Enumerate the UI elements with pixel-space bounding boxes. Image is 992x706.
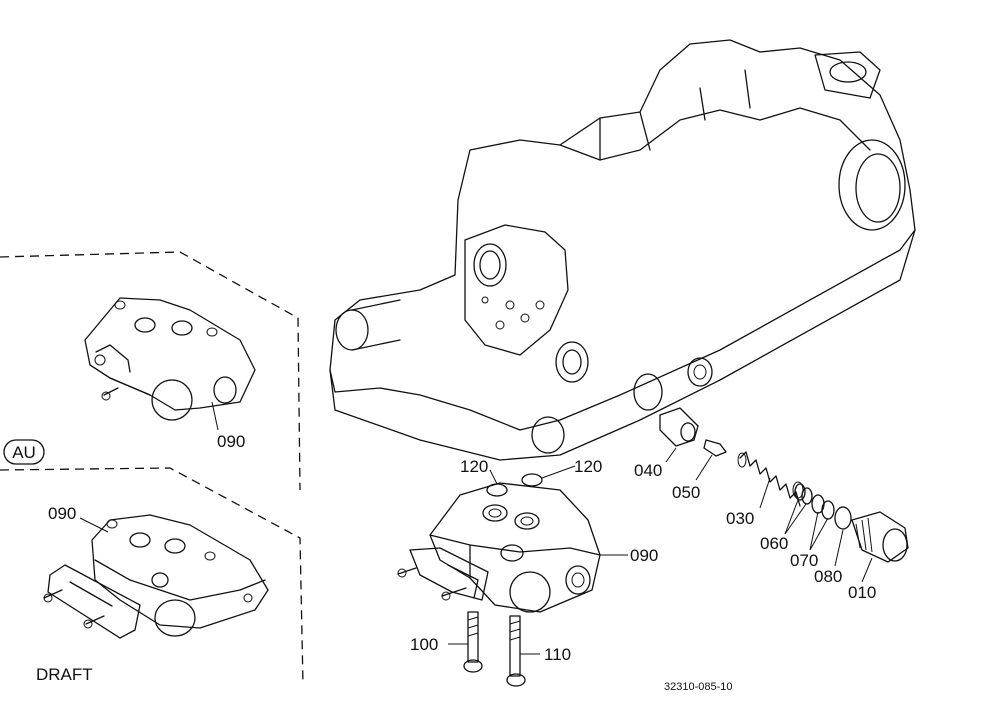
label-030: 030 <box>726 509 754 528</box>
au-variant-inset <box>0 251 301 491</box>
label-040: 040 <box>634 461 662 480</box>
diagram-code: 32310-085-10 <box>664 681 733 693</box>
label-090-draft: 090 <box>48 504 76 523</box>
label-070: 070 <box>790 551 818 570</box>
part-070-washers <box>811 494 835 520</box>
part-030-spring <box>737 451 804 507</box>
part-040-sleeve <box>659 407 699 447</box>
label-110: 110 <box>544 645 571 664</box>
au-badge: AU <box>3 439 45 465</box>
part-010-plug <box>851 511 909 563</box>
label-090-main: 090 <box>630 546 658 565</box>
label-010: 010 <box>848 583 876 602</box>
label-080: 080 <box>814 567 842 586</box>
bolt-110 <box>506 615 526 687</box>
part-050-poppet <box>703 439 727 457</box>
part-080-oring <box>834 506 852 530</box>
leader-lines <box>79 401 873 655</box>
label-050: 050 <box>672 483 700 502</box>
label-060: 060 <box>760 534 788 553</box>
label-120-right: 120 <box>574 457 602 476</box>
part-060-shims <box>794 483 813 505</box>
draft-variant-inset <box>0 467 304 685</box>
au-label: AU <box>12 443 36 462</box>
label-090-au: 090 <box>217 432 245 451</box>
hydraulic-housing <box>329 39 916 461</box>
control-valve-main <box>397 473 601 613</box>
draft-label: DRAFT <box>36 665 93 684</box>
label-100: 100 <box>410 635 438 654</box>
bolt-100 <box>463 611 483 673</box>
label-120-left: 120 <box>460 457 488 476</box>
